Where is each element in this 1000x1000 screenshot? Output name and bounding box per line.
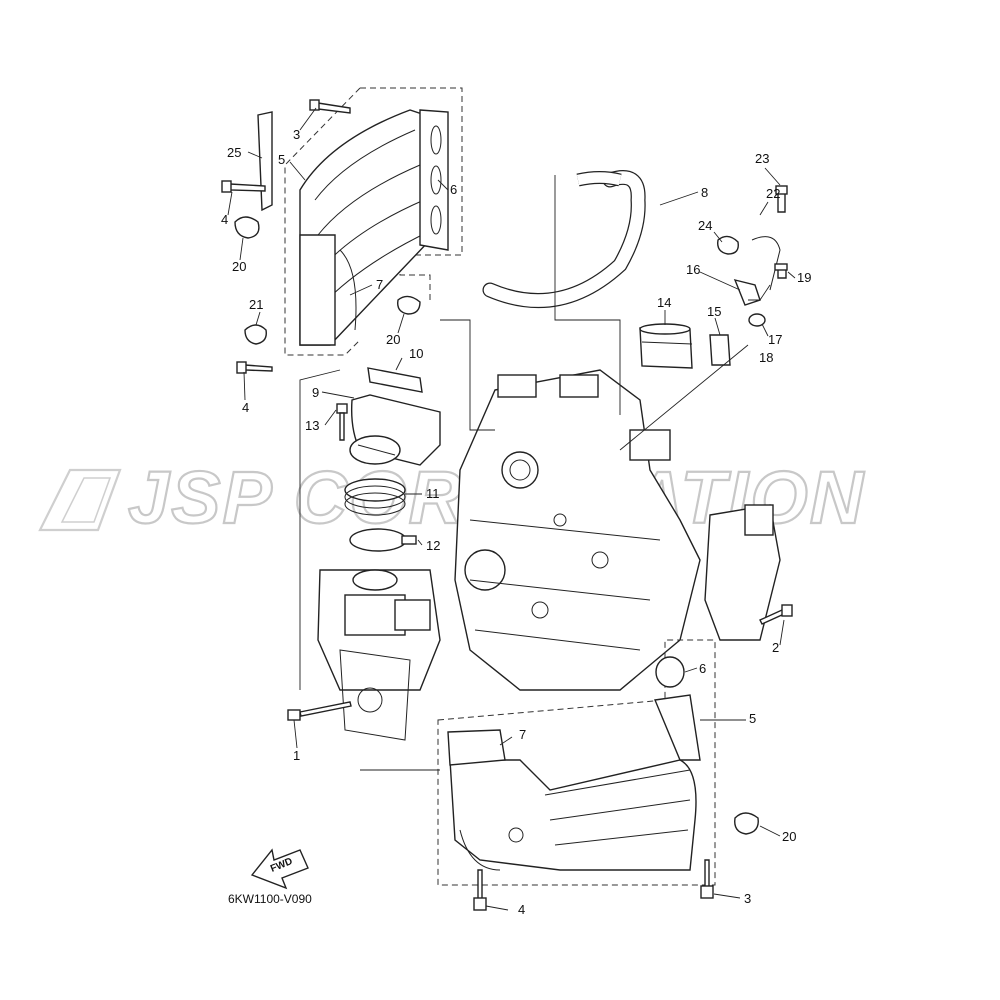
callout-12: 12: [426, 538, 440, 553]
callout-4-mid: 4: [242, 400, 249, 415]
upper-intake-manifold: [299, 109, 449, 346]
callout-8: 8: [701, 185, 708, 200]
fwd-arrow-icon: FWD: [250, 848, 309, 890]
callout-4: 4: [221, 212, 228, 227]
clamp-20-lower: [734, 812, 759, 835]
callout-18: 18: [759, 350, 773, 365]
callout-22: 22: [766, 186, 780, 201]
watermark-logo: [38, 468, 122, 532]
gasket-7-lower: [447, 729, 506, 766]
callout-4-lower: 4: [518, 902, 525, 917]
silencer-cover-10: [367, 367, 423, 393]
callout-24: 24: [698, 218, 712, 233]
grommet-17: [748, 313, 766, 327]
callout-20: 20: [232, 259, 246, 274]
callout-17: 17: [768, 332, 782, 347]
hose-8: [482, 170, 646, 415]
callout-20-mid: 20: [386, 332, 400, 347]
clamp-24: [717, 235, 739, 255]
clamp-12: [349, 528, 417, 552]
holder-15: [709, 334, 731, 366]
callout-11: 11: [426, 486, 440, 501]
lead-19: [748, 284, 771, 301]
lead-18: [619, 344, 749, 451]
ring-11: [344, 478, 406, 516]
callout-3-lower: 3: [744, 891, 751, 906]
filter-14: [639, 323, 693, 369]
callout-2: 2: [772, 640, 779, 655]
callout-5: 5: [278, 152, 285, 167]
callout-13: 13: [305, 418, 319, 433]
callout-9: 9: [312, 385, 319, 400]
bolts-upper: [221, 99, 351, 374]
bolt-13: [336, 403, 348, 441]
callout-3: 3: [293, 127, 300, 142]
callout-6-lower: 6: [699, 661, 706, 676]
drawing-code: 6KW1100-V090: [228, 892, 312, 906]
callout-20-lower: 20: [782, 829, 796, 844]
upper-bracket-25: [257, 111, 273, 212]
lower-intake-manifold: [449, 656, 701, 871]
bolts-right: [759, 185, 793, 625]
callout-23: 23: [755, 151, 769, 166]
callout-15: 15: [707, 304, 721, 319]
callout-5-lower: 5: [749, 711, 756, 726]
callout-14: 14: [657, 295, 671, 310]
callout-25: 25: [227, 145, 241, 160]
leader-lines: [227, 107, 796, 911]
callout-19: 19: [797, 270, 811, 285]
callout-labels: 3 25 5 6 4 20 7 21 20 4 10 9 13 11 12 8 …: [221, 127, 811, 917]
engine-block: [454, 369, 781, 691]
bracket-16-22: [733, 236, 781, 306]
throttle-body: [317, 569, 441, 741]
callout-16: 16: [686, 262, 700, 277]
bolts-lower: [287, 701, 714, 911]
callout-6: 6: [450, 182, 457, 197]
callout-7-lower: 7: [519, 727, 526, 742]
silencer-9: [349, 394, 441, 466]
callout-1: 1: [293, 748, 300, 763]
callout-10: 10: [409, 346, 423, 361]
callout-7: 7: [376, 277, 383, 292]
callout-21: 21: [249, 297, 263, 312]
hose-clamps-upper: [234, 216, 421, 345]
